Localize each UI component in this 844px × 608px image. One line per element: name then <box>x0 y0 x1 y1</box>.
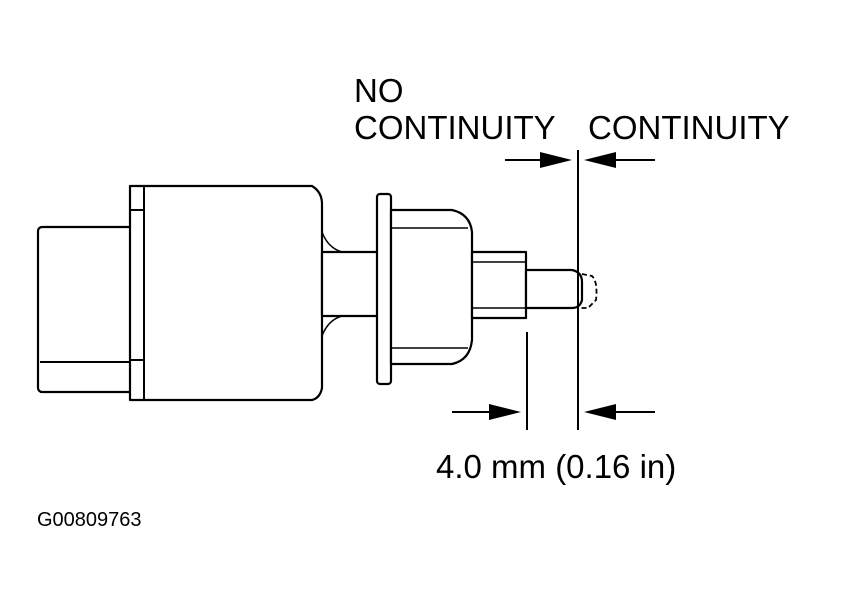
plunger-sleeve <box>470 250 528 320</box>
continuity-label: CONTINUITY <box>588 109 790 146</box>
switch-neck <box>320 231 382 337</box>
dimension-arrows <box>452 404 655 420</box>
upper-arrows <box>505 152 655 168</box>
threaded-collar <box>389 208 474 366</box>
connector-housing <box>36 225 140 394</box>
no-continuity-label: CONTINUITY <box>354 109 556 146</box>
plunger-pin <box>524 268 598 310</box>
no-label: NO <box>354 72 404 109</box>
mounting-flange <box>375 192 393 386</box>
figure-id: G00809763 <box>37 509 142 531</box>
reference-lines <box>526 150 579 430</box>
dimension-label: 4.0 mm (0.16 in) <box>436 448 677 485</box>
switch-body <box>128 184 324 402</box>
